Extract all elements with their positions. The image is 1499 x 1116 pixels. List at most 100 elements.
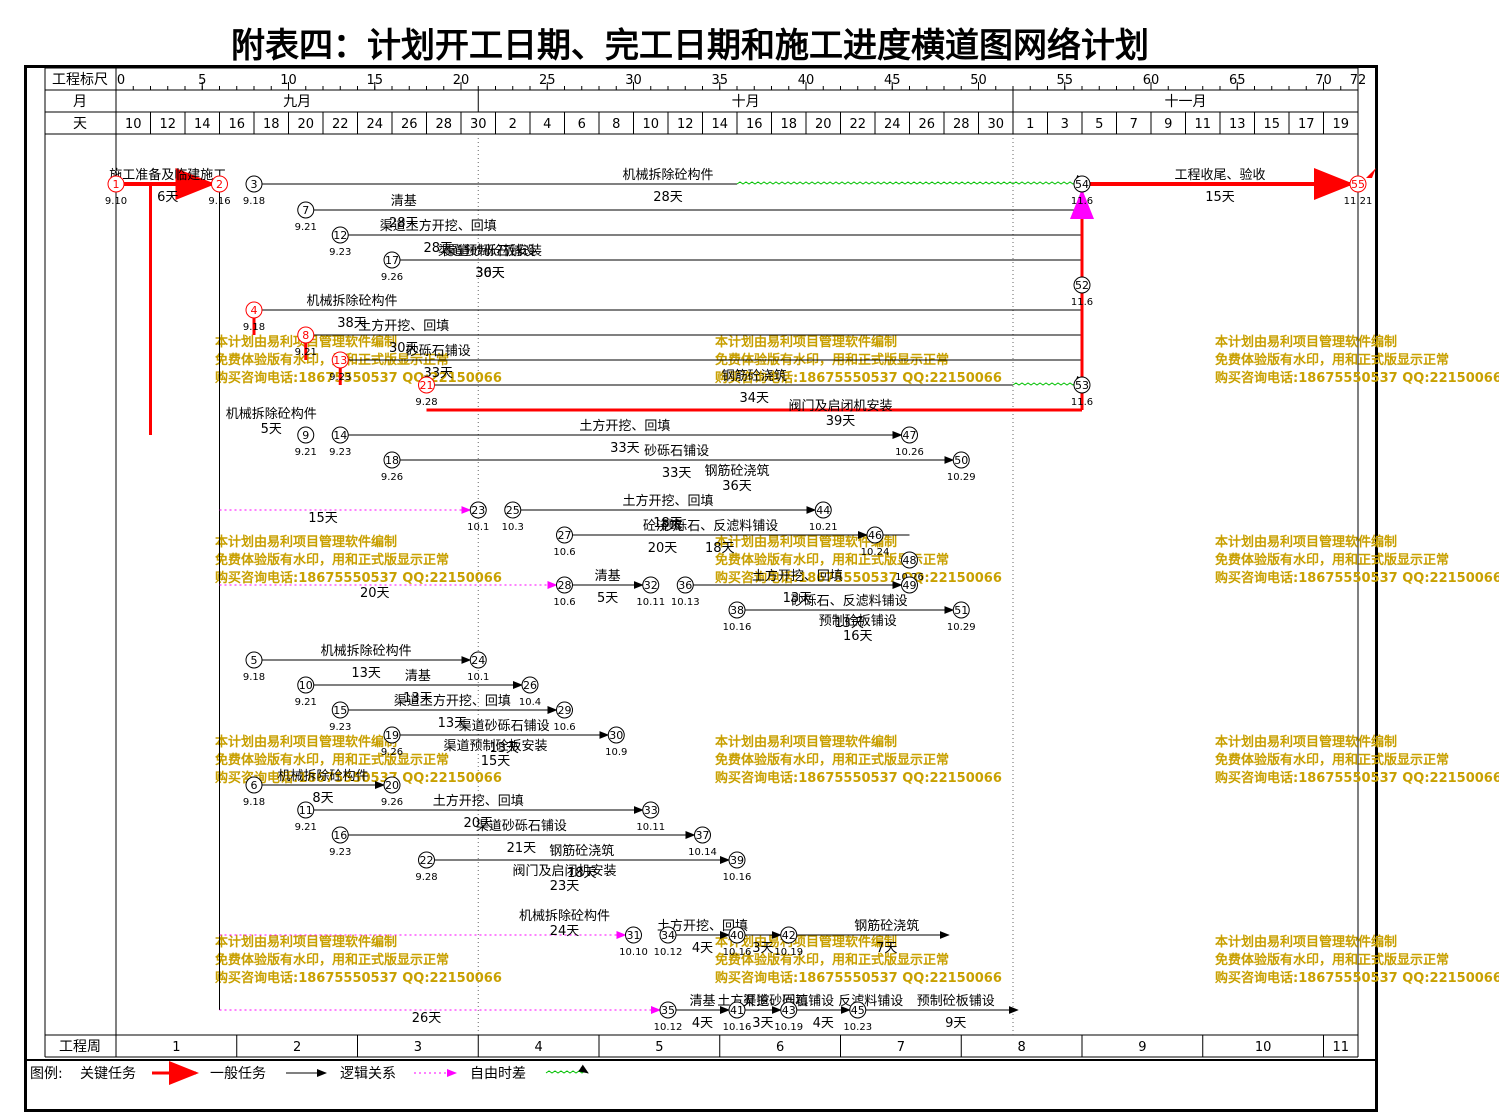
- week-cell: 10: [1255, 1040, 1272, 1055]
- watermark-text: 购买咨询电话:18675550537 QQ:22150066: [1215, 370, 1499, 386]
- task-name: 机械拆除砼构件: [622, 168, 713, 183]
- legend: 图例:关键任务一般任务逻辑关系自由时差: [30, 1061, 589, 1085]
- node-date: 10.1: [467, 672, 489, 683]
- node-id: 22: [420, 854, 434, 867]
- task-name: 钢筋砼浇筑: [722, 368, 787, 384]
- node-date: 10.14: [688, 847, 717, 858]
- day-cell: 26: [401, 117, 418, 132]
- node-id: 10: [299, 679, 313, 692]
- watermark-text: 本计划由易利项目管理软件编制: [1215, 934, 1397, 950]
- task-duration: 13天: [403, 691, 433, 706]
- node-date: 9.23: [329, 722, 351, 733]
- node-id: 37: [696, 829, 710, 842]
- day-cell: 3: [1061, 117, 1069, 132]
- node-circle: [211, 175, 228, 193]
- node-circle: [331, 226, 349, 244]
- node-id: 18: [385, 454, 399, 467]
- watermark-text: 本计划由易利项目管理软件编制: [715, 734, 897, 750]
- scale-tick-label: 45: [884, 73, 901, 88]
- day-cell: 24: [366, 117, 383, 132]
- node-circle: [556, 701, 573, 719]
- node-circle: [1073, 376, 1091, 394]
- node-id: 39: [730, 854, 744, 867]
- node-date: 10.21: [809, 522, 838, 533]
- node-id: 52: [1075, 279, 1089, 292]
- task-name: 土方开挖、回填: [657, 918, 748, 934]
- task-name: 渠道预制砼板安装: [438, 244, 542, 259]
- node-circle: [659, 926, 677, 944]
- node-date: 10.29: [947, 622, 976, 633]
- node-id: 20: [385, 779, 399, 792]
- task-duration: 13天: [783, 591, 813, 606]
- month-label: 月: [73, 94, 87, 110]
- scale-tick-label: 5: [198, 73, 206, 88]
- task-name: 砂砾石、反滤料铺设: [791, 594, 908, 609]
- month-cell: 九月: [283, 94, 311, 110]
- node-date: 9.18: [243, 322, 265, 333]
- task-name: 15天: [308, 511, 338, 526]
- day-cell: 30: [470, 117, 487, 132]
- node-date: 10.12: [654, 1022, 683, 1033]
- node-circle: [245, 175, 263, 193]
- task-duration: 13天: [489, 741, 519, 756]
- day-cell: 12: [159, 117, 176, 132]
- node-date: 9.28: [415, 397, 437, 408]
- node-circle: [814, 501, 832, 519]
- task-duration: 18天: [705, 541, 735, 556]
- task-name: 机械拆除砼构件: [306, 294, 397, 309]
- node-date: 10.16: [723, 872, 752, 883]
- node-date: 9.26: [381, 797, 403, 808]
- task-duration: 28天: [389, 216, 419, 231]
- node-circle: [728, 1001, 746, 1019]
- node-id: 15: [333, 704, 347, 717]
- node-id: 6: [251, 779, 258, 792]
- task-name: 20天: [360, 586, 390, 601]
- day-cell: 16: [746, 117, 763, 132]
- node-date: 9.21: [295, 447, 317, 458]
- task-duration: 15天: [1205, 190, 1235, 205]
- node-id: 19: [385, 729, 399, 742]
- node-circle: [521, 676, 539, 694]
- node-id: 32: [644, 579, 658, 592]
- watermark-text: 购买咨询电话:18675550537 QQ:22150066: [1215, 770, 1499, 786]
- task-name: 钢筋砼浇筑: [549, 843, 614, 859]
- node-date: 10.6: [553, 547, 575, 558]
- watermark-text: 免费体验版有水印，用和正式版显示正常: [1215, 352, 1449, 368]
- task-duration: 4天: [692, 941, 713, 956]
- node-id: 3: [251, 178, 258, 191]
- day-cell: 12: [677, 117, 694, 132]
- task-duration: 8天: [312, 791, 333, 806]
- node-id: 5: [251, 654, 258, 667]
- node-circle: [331, 351, 349, 369]
- watermark-text: 购买咨询电话:18675550537 QQ:22150066: [715, 570, 1002, 586]
- scale-tick-label: 40: [798, 73, 815, 88]
- node-circle: [245, 301, 263, 319]
- page-title: 附表四：计划开工日期、完工日期和施工进度横道图网络计划: [231, 26, 1149, 66]
- node-id: 11: [299, 804, 313, 817]
- node-date: 10.19: [774, 1022, 803, 1033]
- node-circle: [780, 1001, 798, 1019]
- node-circle: [728, 851, 746, 869]
- task-duration: 23天: [550, 879, 580, 894]
- watermark-text: 免费体验版有水印，用和正式版显示正常: [715, 552, 949, 568]
- scale-tick-label: 0: [117, 73, 125, 88]
- node-circle: [901, 426, 918, 444]
- node-id: 46: [868, 529, 882, 542]
- node-id: 47: [903, 429, 917, 442]
- node-date: 10.3: [502, 522, 524, 533]
- scale-tick-label: 72: [1350, 73, 1367, 88]
- task-name: 钢筋砼浇筑: [704, 463, 769, 479]
- node-circle: [504, 501, 522, 519]
- node-id: 1: [113, 178, 120, 191]
- task-duration: 5天: [597, 591, 618, 606]
- legend-critical: 关键任务: [80, 1066, 136, 1082]
- task-name: 砂砾石铺设: [406, 344, 471, 359]
- watermark-text: 购买咨询电话:18675550537 QQ:22150066: [215, 370, 502, 386]
- node-circle: [469, 651, 487, 669]
- node-date: 10.10: [619, 947, 648, 958]
- task-name: 预制砼板铺设: [819, 614, 897, 629]
- task-name: 清基: [391, 194, 417, 209]
- node-date: 10.16: [723, 622, 752, 633]
- task-duration: 7天: [876, 941, 897, 956]
